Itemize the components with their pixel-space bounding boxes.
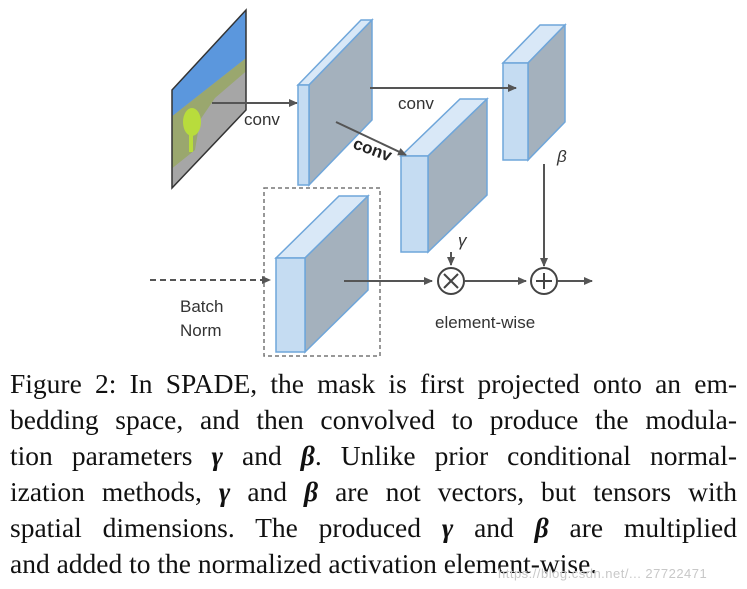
conv-label-3: conv xyxy=(351,134,395,166)
spade-diagram: conv conv conv β γ Batch Norm xyxy=(150,8,593,357)
batch-norm-box xyxy=(263,187,381,357)
multiply-operator xyxy=(437,267,465,295)
conv-arrow-gamma xyxy=(335,121,407,156)
gamma-label: γ xyxy=(458,231,468,250)
add-operator xyxy=(530,267,558,295)
caption-line-2: bedding space, and then convolved to pro… xyxy=(10,404,737,435)
beta-label: β xyxy=(556,147,567,166)
beta-feature-block xyxy=(501,23,567,162)
normalized-activation-block xyxy=(274,194,370,354)
batch-norm-label-1: Batch xyxy=(180,297,223,316)
mask-tree-region xyxy=(183,108,201,136)
conv-label-1: conv xyxy=(244,110,280,129)
caption-line-4: ization methods, γ and β are not vectors… xyxy=(10,476,737,507)
beta-symbol: β xyxy=(534,512,549,543)
beta-symbol: β xyxy=(304,476,319,507)
caption-line-1: Figure 2: In SPADE, the mask is first pr… xyxy=(10,368,737,399)
gamma-feature-block xyxy=(399,97,489,254)
gamma-symbol: γ xyxy=(218,476,231,507)
caption-line-5: spatial dimensions. The produced γ and β… xyxy=(10,512,737,543)
caption-line-6: and added to the normalized activation e… xyxy=(10,548,598,579)
embedding-feature-block xyxy=(296,18,374,187)
figure-caption: Figure 2: In SPADE, the mask is first pr… xyxy=(10,366,737,582)
beta-symbol: β xyxy=(300,440,315,471)
gamma-symbol: γ xyxy=(211,440,223,471)
gamma-symbol: γ xyxy=(441,512,454,543)
caption-line-3: tion parameters γ and β. Unlike prior co… xyxy=(10,440,737,471)
watermark: https://blog.csdn.net/... 27722471 xyxy=(498,566,708,581)
conv-label-2: conv xyxy=(398,94,434,113)
element-wise-label: element-wise xyxy=(435,313,535,332)
batch-norm-label-2: Norm xyxy=(180,321,222,340)
semantic-mask-input xyxy=(171,8,247,190)
